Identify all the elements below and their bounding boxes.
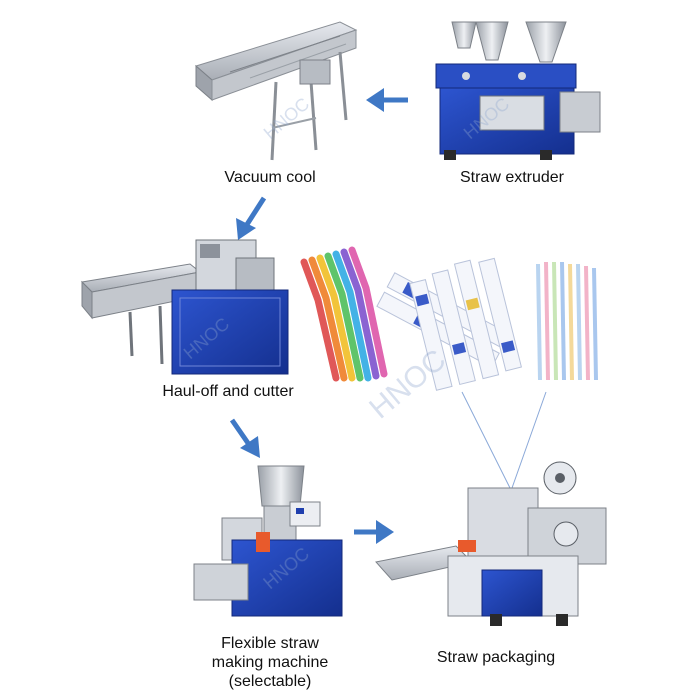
striped-straws-image [536, 261, 598, 381]
svg-text:HNOC: HNOC [260, 94, 313, 143]
caption-straw-packaging: Straw packaging [436, 649, 556, 666]
hauloff-cutter-machine [80, 239, 289, 375]
caption-flexible-line1: Flexible straw [221, 635, 319, 652]
caption-straw-extruder: Straw extruder [459, 169, 565, 186]
arrow-down-icon [236, 196, 267, 240]
wrapped-straws-image [376, 257, 522, 391]
caption-hauloff-cutter: Haul-off and cutter [162, 383, 294, 400]
arrow-left-icon [366, 88, 408, 112]
caption-vacuum-cool: Vacuum cool [224, 169, 316, 186]
vacuum-cool-machine [194, 21, 358, 161]
straw-packaging-machine [375, 461, 607, 626]
caption-flexible-line2: making machine [211, 654, 329, 671]
connector-line [461, 391, 511, 489]
arrow-right-icon [354, 520, 394, 544]
connector-line [511, 391, 547, 489]
flexible-straw-machine [193, 465, 343, 617]
arrow-down-icon [229, 418, 260, 458]
straw-extruder-machine [435, 21, 601, 160]
caption-flexible-line3: (selectable) [228, 673, 312, 690]
colored-straws-image [300, 246, 388, 382]
caption-flexible-straw-machine: Flexible straw making machine (selectabl… [190, 634, 350, 691]
